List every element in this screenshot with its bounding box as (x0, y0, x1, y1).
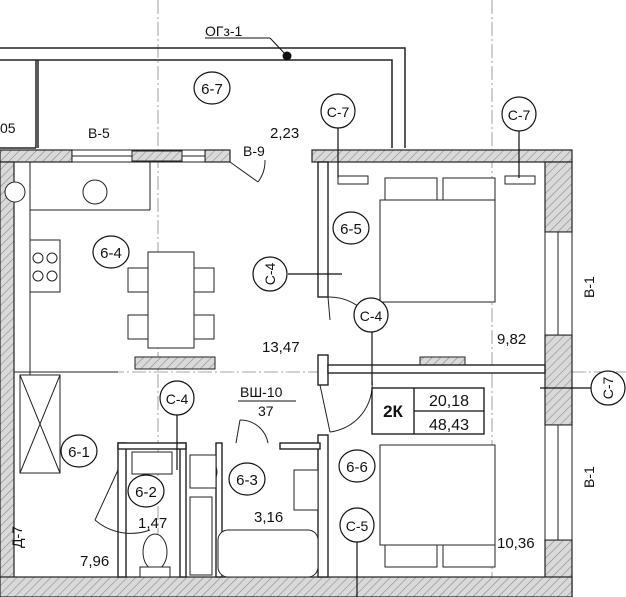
section-tag-c7-top-left: С-7 (327, 104, 350, 120)
apartment-total-area: 48,43 (429, 417, 469, 434)
balcony-leader (205, 37, 292, 61)
mark-vsh10: ВШ-10 (240, 384, 283, 400)
room-tag-6-4: 6-4 (100, 245, 122, 262)
room-tag-6-3: 6-3 (236, 472, 258, 489)
room-area-6-2: 1,47 (138, 515, 167, 532)
section-tag-c4-mid: С-4 (360, 308, 383, 324)
apartment-type: 2К (383, 402, 403, 421)
room-area-6-3: 3,16 (254, 509, 283, 526)
balcony-label: ОГз-1 (205, 23, 243, 39)
mark-b9: В-9 (243, 143, 265, 159)
room-tag-6-2: 6-2 (135, 484, 157, 501)
windows (71, 149, 573, 541)
section-tag-c7-right: С-7 (600, 377, 616, 400)
mark-b5: В-5 (88, 125, 110, 141)
interior-walls (117, 161, 546, 578)
room-area-6-5: 9,82 (497, 331, 526, 348)
mark-vsh10-num: 37 (258, 403, 274, 419)
room-area-6-7: 2,23 (270, 125, 299, 142)
room-area-6-6: 10,36 (497, 535, 535, 552)
dimension-05: 05 (0, 120, 16, 136)
section-tag-c4-left: С-4 (262, 263, 278, 286)
balcony-outline (0, 47, 406, 149)
section-tag-c7-top-right: С-7 (508, 107, 531, 123)
room-tag-6-6: 6-6 (346, 459, 368, 476)
section-tag-c5: С-5 (346, 518, 369, 534)
furniture (4, 175, 536, 578)
mark-b1-bottom: В-1 (581, 466, 597, 488)
apartment-living-area: 20,18 (429, 393, 469, 410)
room-tags (60, 71, 376, 508)
apartment-summary (371, 387, 485, 435)
room-tag-6-5: 6-5 (340, 221, 362, 238)
room-area-6-1: 7,96 (80, 553, 109, 570)
room-tag-6-1: 6-1 (68, 444, 90, 461)
room-area-6-4: 13,47 (262, 339, 300, 356)
mark-b1-top: В-1 (581, 276, 597, 298)
room-tag-6-7: 6-7 (201, 81, 223, 98)
section-tags (159, 93, 626, 597)
exterior-walls (0, 149, 573, 597)
mark-d7: Д-7 (9, 526, 25, 548)
section-tag-c4-small: С-4 (166, 391, 189, 407)
